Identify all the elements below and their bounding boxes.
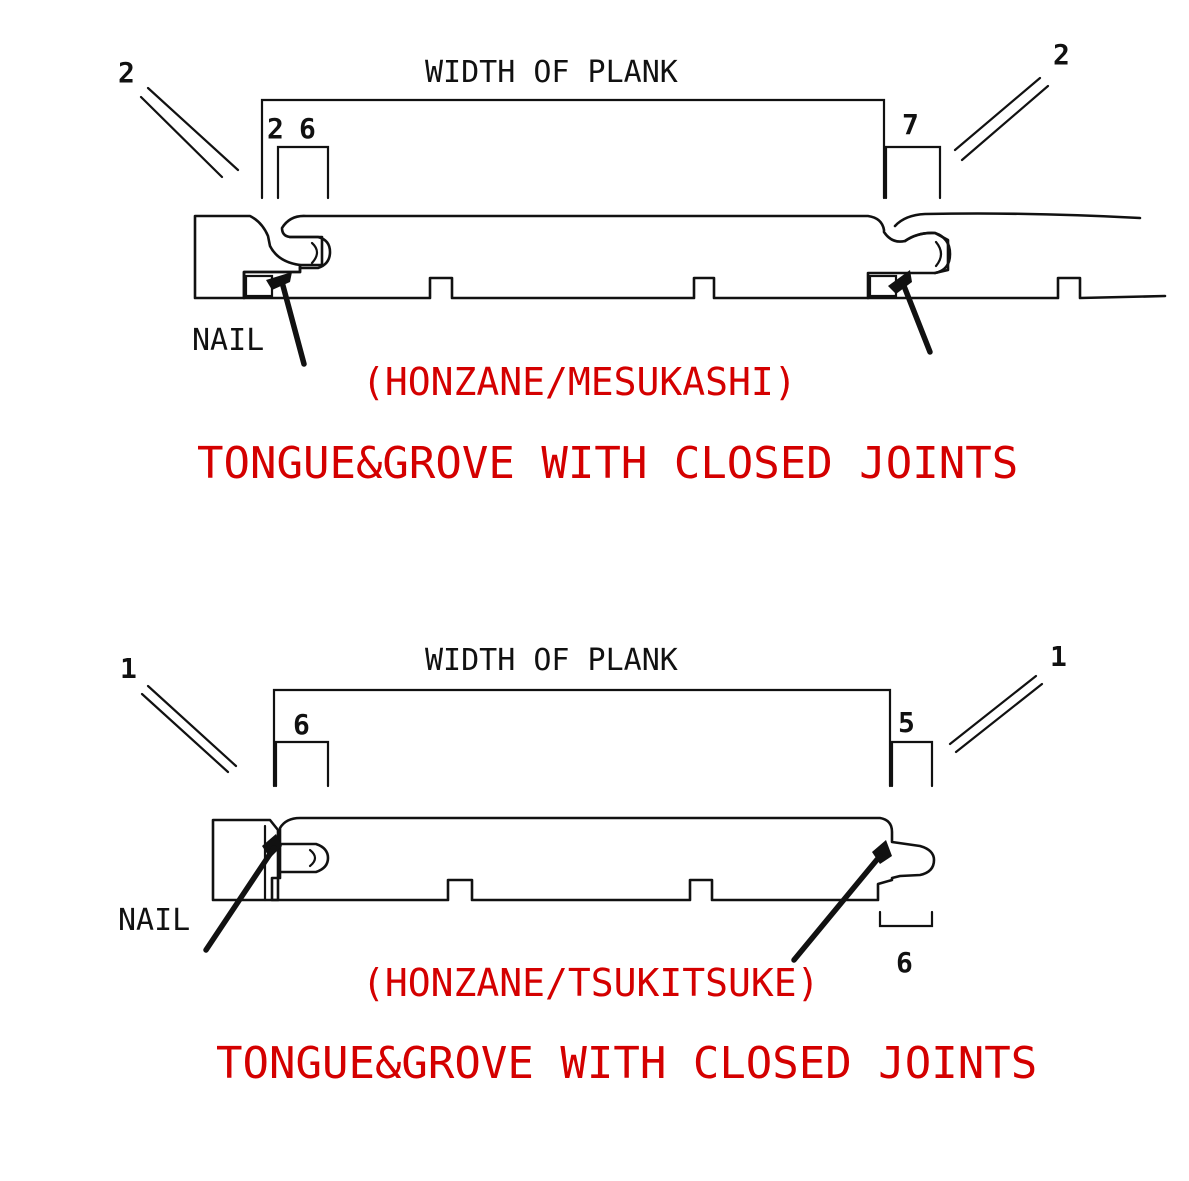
top-angle-line-right: [953, 76, 1050, 162]
bottom-width-label: WIDTH OF PLANK: [425, 643, 678, 678]
top-tongue-label-a: 2: [267, 112, 284, 145]
bottom-right-dimension: [890, 740, 934, 788]
top-left-tongue: [288, 235, 332, 270]
top-angle-label-right: 2: [1053, 38, 1070, 71]
top-right-nail: [888, 270, 933, 355]
bottom-width-bracket: [272, 688, 892, 788]
top-joint-diagram: WIDTH OF PLANK 2 2 2 6 7: [118, 38, 1167, 489]
bottom-joint-diagram: WIDTH OF PLANK 1 1 6 5 6: [118, 640, 1067, 1089]
top-tongue-dimension: [276, 145, 330, 200]
top-left-nail-slot: [244, 274, 274, 298]
top-right-tongue: [903, 231, 952, 275]
bottom-left-tongue: [278, 842, 330, 874]
bottom-subtitle: (HONZANE/TSUKITSUKE): [362, 961, 820, 1005]
top-angle-label-left: 2: [118, 56, 135, 89]
top-right-tongue-inner: [934, 240, 943, 268]
bottom-angle-label-left: 1: [120, 652, 137, 685]
bottom-left-dimension: [274, 740, 330, 788]
top-main-plank: [242, 214, 950, 300]
bottom-lower-dimension-label: 6: [896, 946, 913, 979]
top-width-label: WIDTH OF PLANK: [425, 55, 678, 90]
bottom-main-plank: [270, 816, 936, 902]
top-left-tongue-inner: [310, 241, 319, 265]
top-angle-line-left: [139, 86, 240, 179]
bottom-left-nail: [203, 834, 282, 953]
bottom-nail-label: NAIL: [118, 903, 190, 938]
top-tongue-label-b: 6: [299, 112, 316, 145]
bottom-left-dimension-label: 6: [293, 708, 310, 741]
top-subtitle: (HONZANE/MESUKASHI): [362, 360, 797, 404]
top-left-nail: [266, 272, 307, 367]
top-title: TONGUE&GROVE WITH CLOSED JOINTS: [197, 438, 1018, 489]
top-right-dimension: [884, 145, 942, 200]
bottom-angle-line-right: [948, 674, 1044, 754]
top-right-adjacent-bottom: [866, 276, 1167, 300]
top-right-adjacent-plank: [893, 212, 1142, 228]
bottom-left-adjacent-plank: [211, 818, 280, 902]
bottom-angle-line-left: [140, 684, 238, 774]
top-width-bracket: [260, 98, 886, 200]
top-right-dimension-label: 7: [902, 108, 919, 141]
top-nail-label: NAIL: [192, 323, 264, 358]
bottom-left-tongue-inner: [308, 848, 317, 868]
bottom-lower-dimension: [878, 910, 934, 928]
bottom-title: TONGUE&GROVE WITH CLOSED JOINTS: [216, 1038, 1037, 1089]
bottom-right-nail: [791, 840, 892, 963]
bottom-right-dimension-label: 5: [898, 706, 915, 739]
bottom-angle-label-right: 1: [1050, 640, 1067, 673]
